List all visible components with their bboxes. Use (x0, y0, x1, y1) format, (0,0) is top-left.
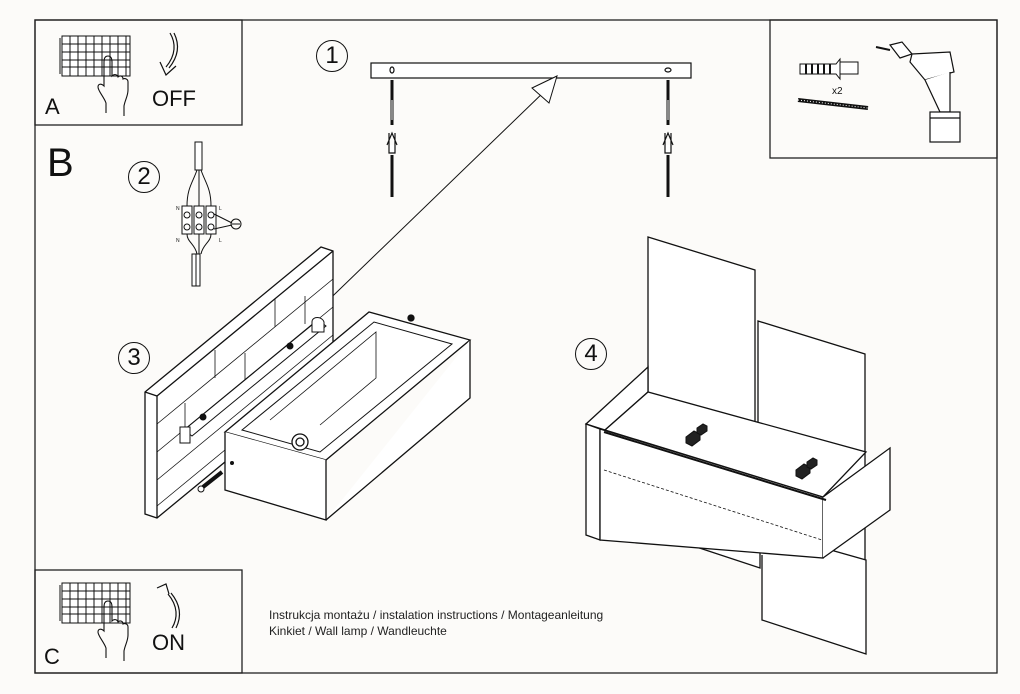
lamp-body-open (223, 311, 472, 521)
terminal-block-wiring-icon: N L N L (176, 141, 242, 287)
step-2-badge: 2 (128, 161, 160, 193)
step-1-badge: 1 (316, 40, 348, 72)
panel-a-frame (34, 19, 243, 126)
quantity-label: x2 (832, 86, 843, 97)
svg-text:L: L (219, 206, 222, 212)
svg-text:L: L (219, 238, 222, 244)
step-4-badge: 4 (575, 338, 607, 370)
off-label: OFF (152, 86, 196, 111)
step-3-badge: 3 (118, 342, 150, 374)
arrow-up-icon (156, 583, 181, 629)
wall-plug-icon (799, 57, 859, 81)
power-drill-icon (875, 41, 961, 143)
panel-b-letter: B (47, 141, 74, 185)
circuit-breaker-on-icon (59, 582, 131, 661)
svg-text:N: N (176, 206, 180, 212)
svg-text:N: N (176, 238, 180, 244)
screw-and-plug-left-icon (386, 80, 398, 197)
on-label: ON (152, 630, 185, 655)
panel-a-letter: A (45, 94, 60, 119)
pointer-arrow (309, 75, 558, 319)
caption-line-1: Instrukcja montażu / instalation instruc… (269, 608, 604, 622)
tools-panel-frame (769, 19, 998, 159)
circuit-breaker-off-icon (59, 35, 131, 116)
assembled-lamp (584, 236, 891, 655)
panel-c-letter: C (44, 644, 60, 669)
bolt-icon (685, 423, 818, 480)
mounting-bracket (370, 62, 692, 79)
outer-frame (34, 19, 998, 674)
document-caption: Instrukcja montażu / instalation instruc… (269, 607, 603, 639)
mounting-rail (179, 317, 327, 444)
panel-c-frame (34, 569, 243, 674)
caption-line-2: Kinkiet / Wall lamp / Wandleuchte (269, 624, 447, 638)
screw-icon (197, 461, 234, 493)
arrow-down-icon (159, 32, 179, 76)
screw-and-plug-right-icon (662, 80, 674, 197)
screw-icon (797, 98, 869, 110)
